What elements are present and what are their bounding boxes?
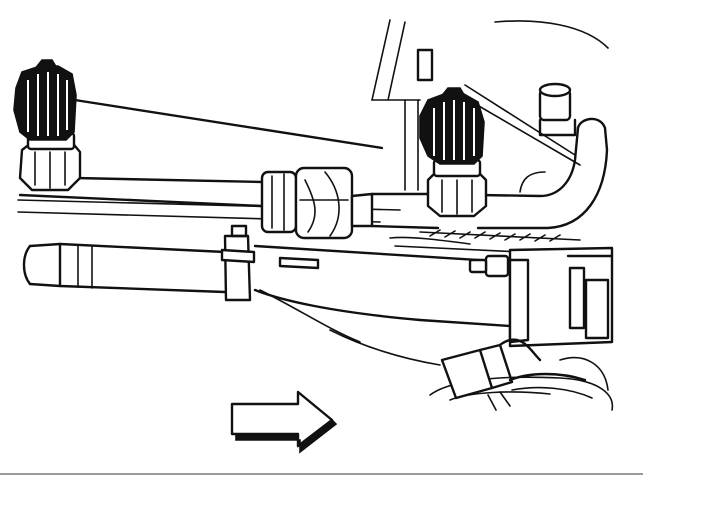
connector-block <box>419 229 614 348</box>
upper-tube <box>18 96 384 208</box>
top-cap <box>538 82 577 137</box>
bottom-rule <box>0 473 643 475</box>
bracket <box>220 224 320 302</box>
low-pressure-line <box>22 236 521 328</box>
electrical-connector <box>440 338 609 411</box>
hose-fitting-nut <box>260 166 374 240</box>
direction-arrow <box>230 390 338 454</box>
high-pressure-line <box>370 84 609 230</box>
service-valve-left <box>13 59 82 192</box>
service-valve-right <box>419 87 488 218</box>
